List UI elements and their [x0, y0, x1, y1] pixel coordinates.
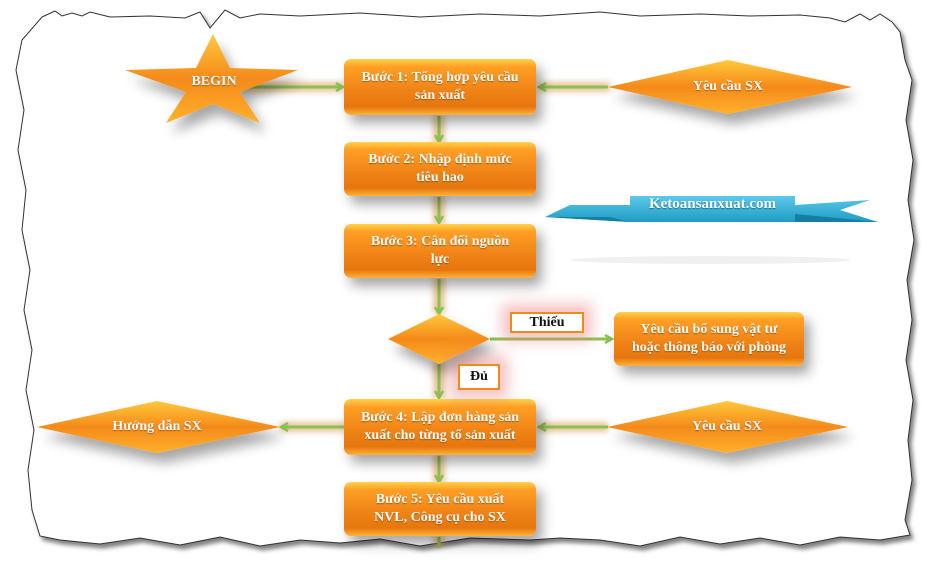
- guide-label: Hướng dẫn SX: [112, 419, 202, 434]
- step2-line2: tiêu hao: [416, 170, 464, 185]
- decorative-shadow: [570, 256, 850, 264]
- request-top-node: Yêu cầu SX: [648, 76, 808, 98]
- edge-label-enough-text: Đủ: [470, 369, 488, 384]
- step5-line2: NVL, Công cụ cho SX: [374, 510, 506, 525]
- supplement-label: Yêu cầu bổ sung vật tư hoặc thông báo vớ…: [614, 312, 804, 366]
- step3-node: [344, 224, 536, 278]
- step3-line2: lực: [430, 252, 450, 267]
- request-bottom-node: Yêu cầu SX: [647, 416, 807, 438]
- decision-diamond-shape: [388, 314, 490, 364]
- guide-node: Hướng dẫn SX: [77, 416, 237, 438]
- request-bottom-label: Yêu cầu SX: [691, 419, 762, 434]
- step4-line1: Bước 4: Lập đơn hàng sản: [360, 410, 520, 425]
- step1-line1: Bước 1: Tổng hợp yêu cầu: [361, 70, 519, 85]
- step4-label: Bước 4: Lập đơn hàng sản xuất cho từng t…: [344, 399, 536, 455]
- step5-node: [344, 482, 536, 536]
- watermark-ribbon: [545, 196, 878, 222]
- request-top-label: Yêu cầu SX: [692, 79, 763, 94]
- step3-label: Bước 3: Cân đối nguồn lực: [344, 224, 536, 278]
- begin-star-shape: [125, 34, 298, 123]
- step4-line2: xuất cho từng tổ sản xuất: [364, 428, 516, 443]
- supplement-line2: hoặc thông báo với phòng: [631, 340, 787, 355]
- step3-line1: Bước 3: Cân đối nguồn: [370, 234, 510, 249]
- step5-line1: Bước 5: Yêu cầu xuất: [375, 492, 505, 507]
- begin-node: BEGIN: [166, 70, 262, 94]
- step1-node: [344, 59, 536, 115]
- supplement-node: [614, 312, 804, 366]
- edge-label-missing: Thiếu: [510, 312, 584, 333]
- request-bottom-diamond-shape: [607, 401, 848, 453]
- edge-label-missing-text: Thiếu: [529, 314, 565, 330]
- arrows: [245, 87, 611, 548]
- request-top-diamond-shape: [608, 60, 852, 114]
- step4-node: [344, 399, 536, 455]
- guide-diamond-shape: [37, 401, 280, 453]
- step2-line1: Bước 2: Nhập định mức: [368, 152, 512, 167]
- step5-label: Bước 5: Yêu cầu xuất NVL, Công cụ cho SX: [344, 482, 536, 536]
- begin-label: BEGIN: [191, 74, 237, 89]
- step1-label: Bước 1: Tổng hợp yêu cầu sản xuất: [344, 59, 536, 115]
- watermark-text: Ketoansanxuat.com: [648, 196, 777, 212]
- edge-label-enough: Đủ: [458, 364, 500, 390]
- step2-label: Bước 2: Nhập định mức tiêu hao: [344, 142, 536, 196]
- step2-node: [344, 142, 536, 196]
- supplement-line1: Yêu cầu bổ sung vật tư: [640, 322, 778, 337]
- step1-line2: sản xuất: [414, 88, 466, 103]
